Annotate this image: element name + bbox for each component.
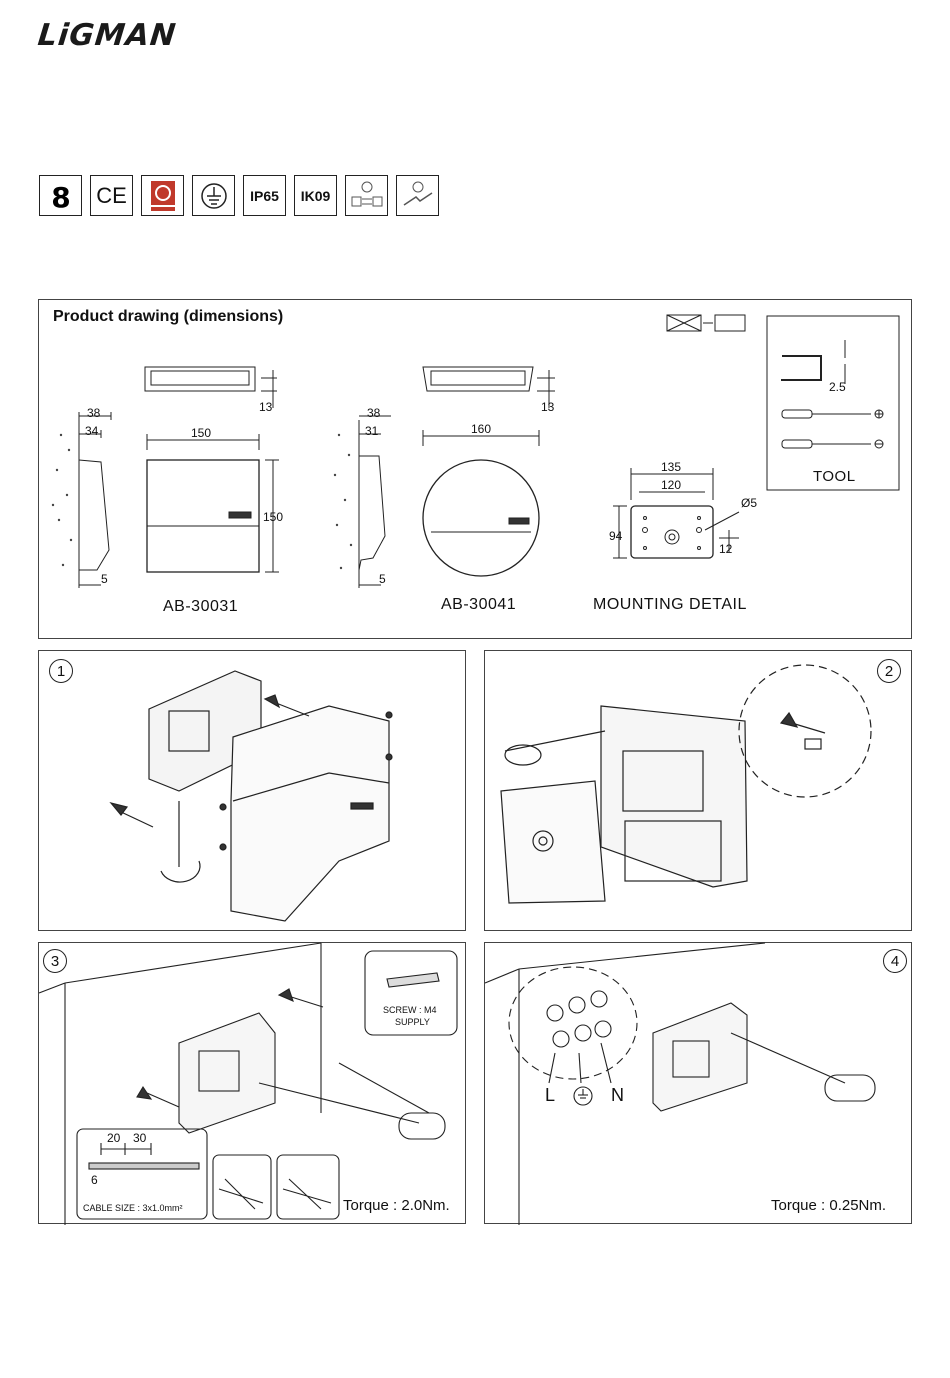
ab30041-depth-body: 31 [365,424,378,438]
strip-length-c: 6 [91,1173,98,1187]
terminal-live-label: L [545,1085,556,1106]
ab30031-depth-total: 38 [87,406,100,420]
ab30031-depth-body: 34 [85,424,98,438]
ab30031-bottom-offset: 5 [101,572,108,586]
screw-note-line2: SUPPLY [395,1017,430,1027]
quality-mark-icon [141,175,184,216]
tool-hex-size: 2.5 [829,380,846,394]
mounting-hole-diameter: Ø5 [741,496,757,510]
wall-texture-1 [52,434,72,566]
mounting-height: 94 [609,529,622,543]
step-4-torque: Torque : 0.25Nm. [771,1197,886,1214]
ce-mark-icon: CE [90,175,133,216]
ab30041-label: AB-30041 [441,596,516,614]
screw-note-line1: SCREW : M4 [383,1005,437,1015]
ip-rating-icon: IP65 [243,175,286,216]
ab30031-height: 150 [263,510,283,524]
certification-bar: 8 CE IP65 IK09 [39,175,439,216]
step-2-panel: 2 [484,650,912,931]
svg-text:8: 8 [51,181,70,214]
cable-size-note: CABLE SIZE : 3x1.0mm² [83,1203,183,1213]
ab30031-top-height: 13 [259,400,272,414]
strip-length-b: 30 [133,1131,146,1145]
mounting-width-inner: 120 [661,478,681,492]
ab30041-bottom-offset: 5 [379,572,386,586]
ab30041-depth-total: 38 [367,406,380,420]
ab30041-diameter: 160 [471,422,491,436]
mounting-edge-offset: 12 [719,542,732,556]
tool-label: TOOL [813,468,856,485]
wall-mount-icon [396,175,439,216]
step-3-illustration [39,943,467,1225]
mounting-width-outer: 135 [661,460,681,474]
step-2-illustration [485,651,913,932]
step-3-panel: 3 SCREW : M4 SUPPLY 20 30 6 CABL [38,942,466,1224]
ik-rating-icon: IK09 [294,175,337,216]
glow-wire-icon: 8 [39,175,82,216]
mounting-detail-label: MOUNTING DETAIL [593,596,747,614]
earth-ground-icon [192,175,235,216]
ab30031-width: 150 [191,426,211,440]
terminal-neutral-label: N [611,1085,625,1106]
step-1-panel: 1 [38,650,466,931]
product-drawing-svg [39,300,913,640]
ab30041-top-height: 13 [541,400,554,414]
step-4-illustration [485,943,913,1225]
brand-logo: LiGMAN [36,18,178,53]
step-1-illustration [39,651,467,932]
step-4-panel: 4 L N Torque : 0.25Nm. [484,942,912,1224]
voltage-switch-icon [345,175,388,216]
ab30031-label: AB-30031 [163,598,238,616]
product-drawing-panel: Product drawing (dimensions) [38,299,912,639]
strip-length-a: 20 [107,1131,120,1145]
step-3-torque: Torque : 2.0Nm. [343,1197,450,1214]
